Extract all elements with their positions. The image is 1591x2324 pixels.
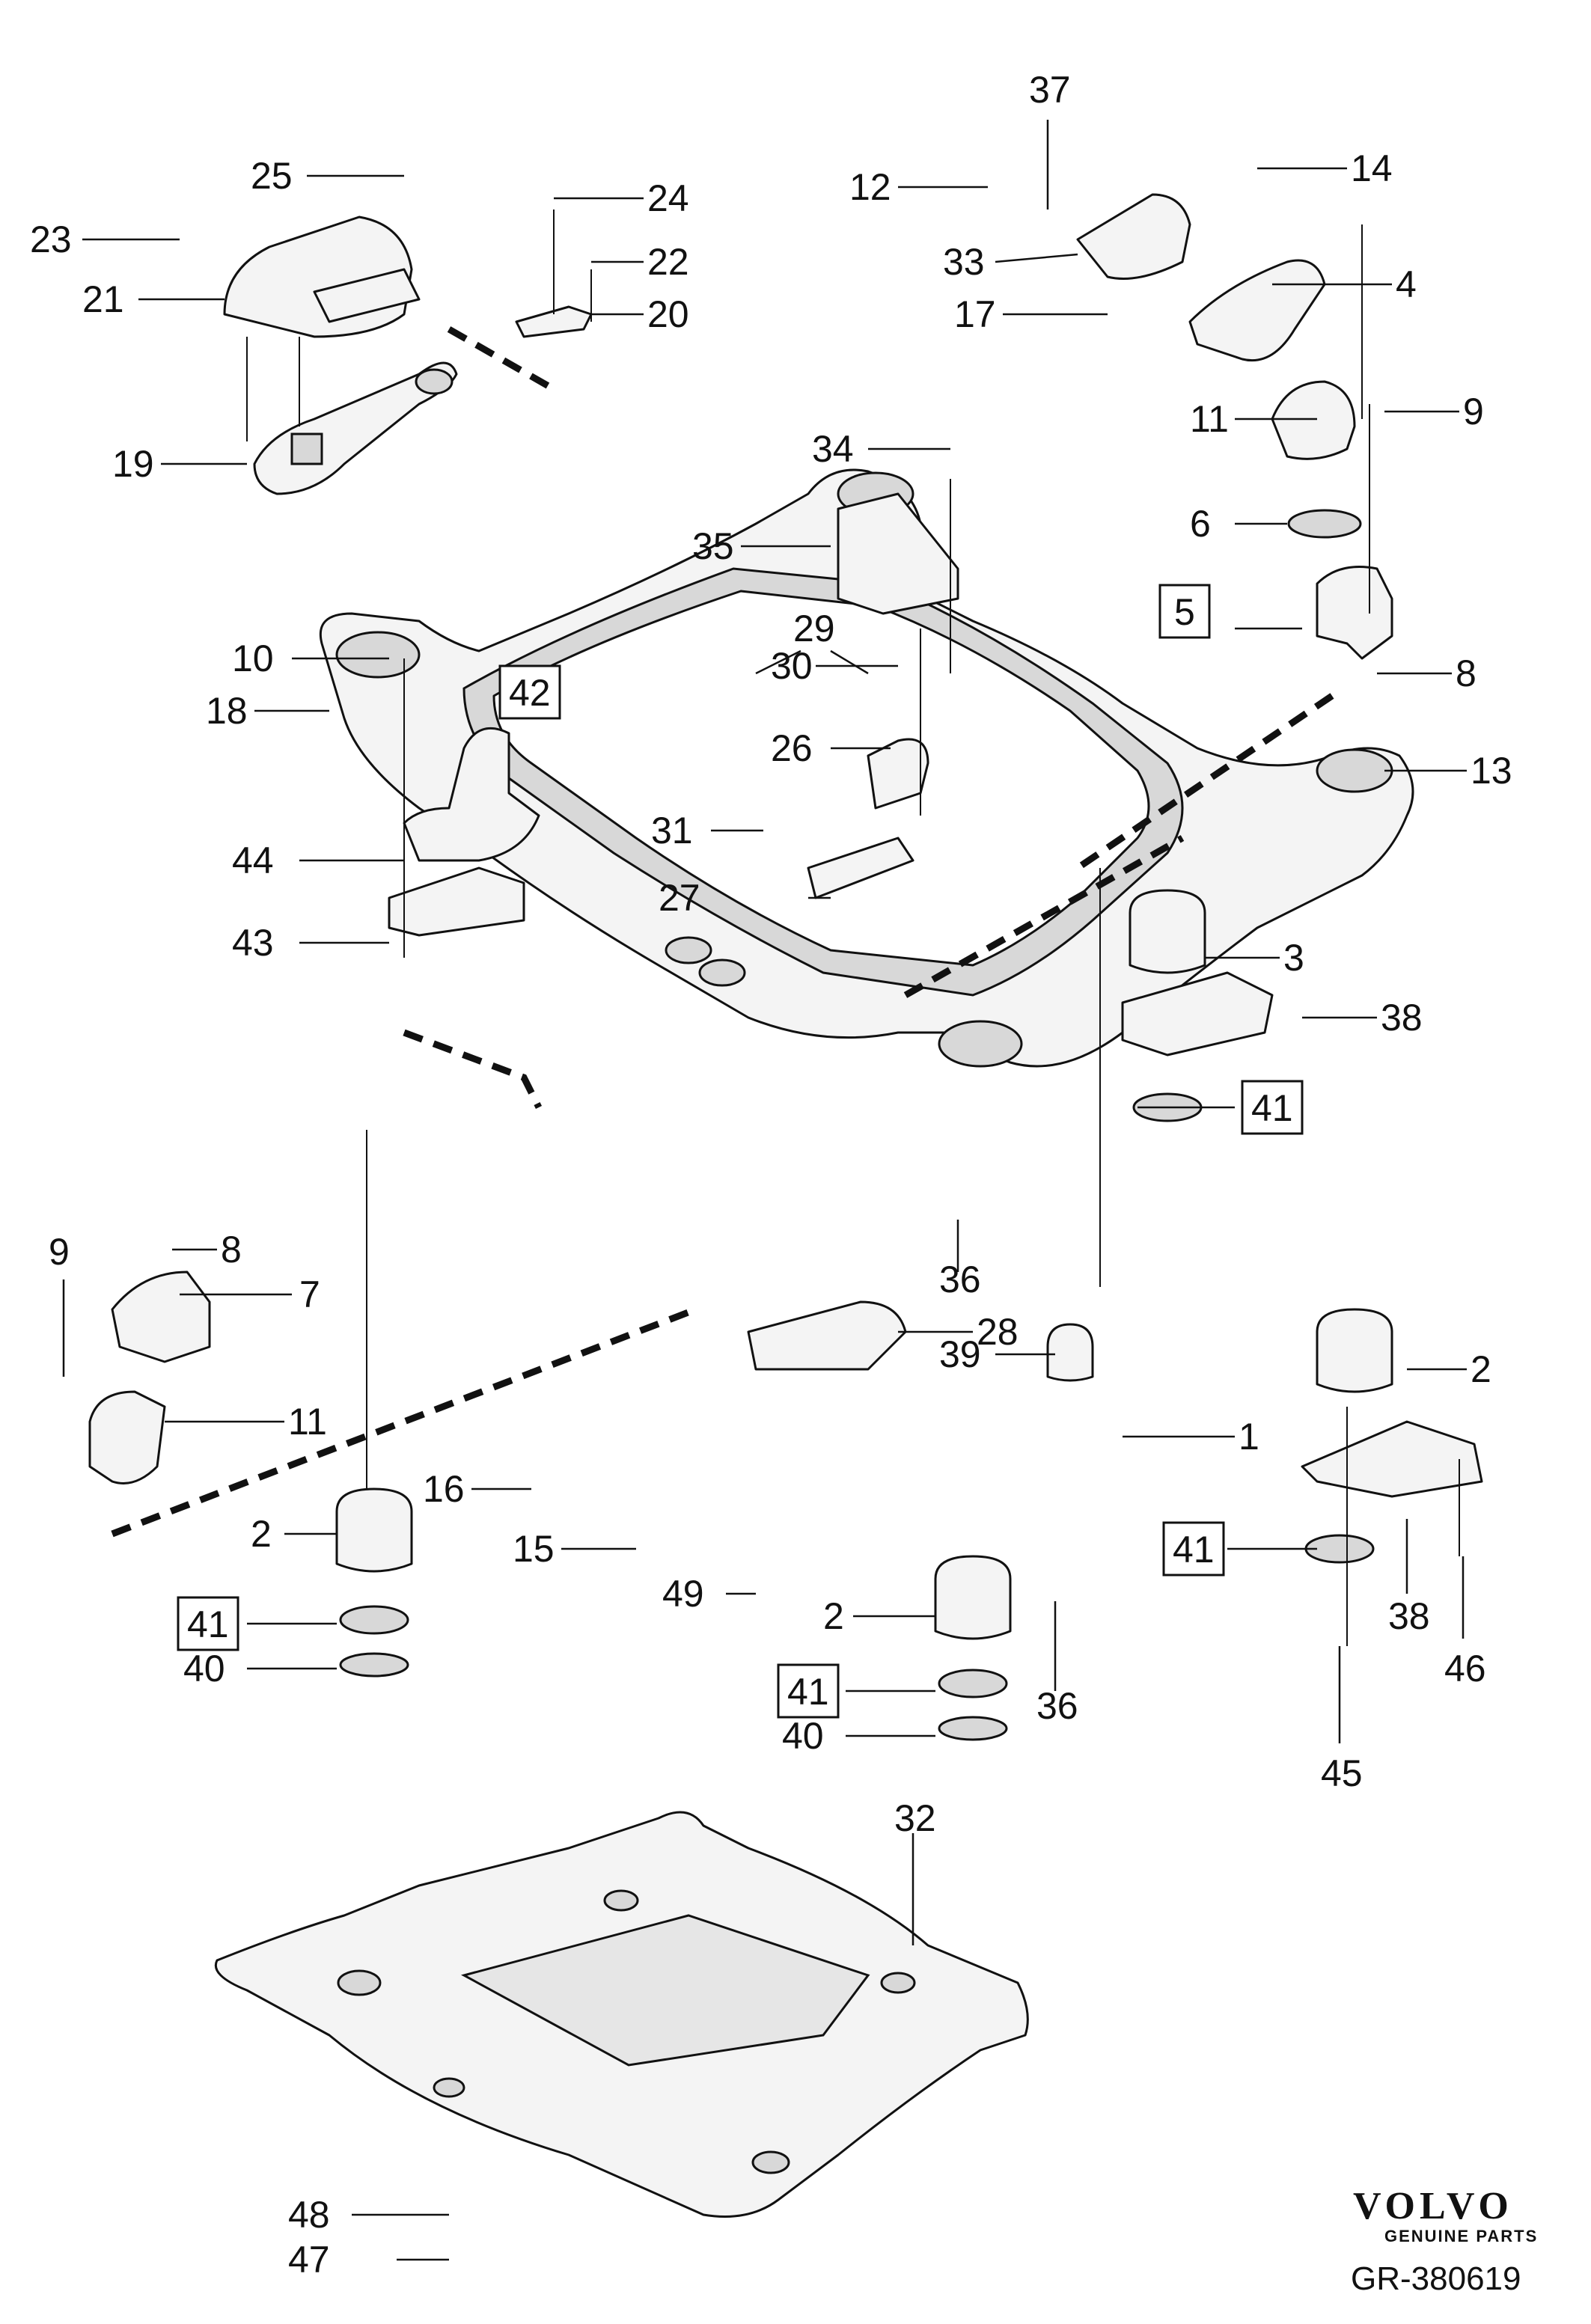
callout-15: 15 bbox=[513, 1528, 555, 1570]
callout-41-box bbox=[1162, 1521, 1225, 1577]
callout-27: 27 bbox=[659, 877, 700, 919]
phantom-lines bbox=[111, 326, 1334, 1538]
callout-8: 8 bbox=[221, 1229, 242, 1270]
skid-plate bbox=[215, 1811, 1029, 2218]
callout-14: 14 bbox=[1351, 147, 1393, 189]
callout-11: 11 bbox=[288, 1401, 327, 1443]
callout-41: 41 bbox=[787, 1671, 829, 1713]
callout-31: 31 bbox=[651, 810, 693, 851]
callout-41-box bbox=[177, 1596, 239, 1651]
callout-46: 46 bbox=[1444, 1648, 1486, 1690]
leader-lines bbox=[62, 120, 1467, 2261]
callout-11: 11 bbox=[1190, 398, 1229, 440]
callout-47: 47 bbox=[288, 2239, 330, 2281]
callout-6: 6 bbox=[1190, 503, 1211, 545]
callout-43: 43 bbox=[232, 922, 274, 964]
callout-13: 13 bbox=[1471, 750, 1512, 792]
callout-5-box bbox=[1158, 584, 1211, 639]
callout-labels: 1 2 2 2 3 4 5 6 7 8 8 9 9 10 11 11 12 13… bbox=[30, 69, 1512, 2281]
callout-32: 32 bbox=[894, 1797, 936, 1839]
callout-44: 44 bbox=[232, 840, 274, 881]
callout-35: 35 bbox=[692, 525, 734, 567]
bracket-20 bbox=[515, 210, 593, 338]
figure-code: GR-380619 bbox=[1351, 2260, 1521, 2297]
callout-41-box bbox=[777, 1663, 840, 1719]
callout-9: 9 bbox=[1463, 391, 1484, 432]
callout-21: 21 bbox=[82, 278, 124, 320]
callout-39: 39 bbox=[939, 1333, 981, 1375]
callout-24: 24 bbox=[647, 177, 689, 219]
callout-41-box bbox=[1241, 1080, 1304, 1135]
brand-tagline: GENUINE PARTS bbox=[1384, 2227, 1538, 2245]
bracket-44-43 bbox=[388, 658, 540, 958]
bracket-35 bbox=[747, 479, 959, 1371]
callout-3: 3 bbox=[1283, 937, 1304, 979]
callout-38: 38 bbox=[1388, 1595, 1430, 1637]
callout-36: 36 bbox=[939, 1259, 981, 1300]
bushings bbox=[335, 868, 1483, 1741]
callout-25: 25 bbox=[251, 155, 293, 197]
callout-16: 16 bbox=[423, 1468, 465, 1510]
right-engine-mount-assembly bbox=[1076, 193, 1393, 660]
callout-2: 2 bbox=[823, 1595, 844, 1637]
callout-20: 20 bbox=[647, 293, 689, 335]
callout-7: 7 bbox=[299, 1273, 320, 1315]
callout-41: 41 bbox=[187, 1603, 229, 1645]
callout-30: 30 bbox=[771, 645, 813, 687]
callout-22: 22 bbox=[647, 241, 689, 283]
callout-2: 2 bbox=[251, 1513, 272, 1555]
callout-17: 17 bbox=[954, 293, 996, 335]
callout-48: 48 bbox=[288, 2194, 330, 2236]
callout-23: 23 bbox=[30, 218, 72, 260]
callout-18: 18 bbox=[206, 690, 248, 732]
callout-41: 41 bbox=[1251, 1087, 1293, 1129]
callout-41: 41 bbox=[1173, 1529, 1215, 1571]
callout-49: 49 bbox=[662, 1573, 704, 1615]
brand-logo-text: VOLVO bbox=[1353, 2185, 1513, 2227]
callout-4: 4 bbox=[1396, 263, 1417, 305]
callout-45: 45 bbox=[1321, 1752, 1363, 1794]
callout-40: 40 bbox=[183, 1648, 225, 1690]
callout-2: 2 bbox=[1471, 1348, 1491, 1390]
callout-37: 37 bbox=[1029, 69, 1071, 111]
callout-9: 9 bbox=[49, 1231, 70, 1273]
callout-8: 8 bbox=[1456, 652, 1477, 694]
rear-torque-rod-assembly bbox=[223, 215, 458, 495]
callout-28: 28 bbox=[977, 1311, 1019, 1353]
callout-12: 12 bbox=[849, 166, 891, 208]
callout-29: 29 bbox=[793, 608, 835, 649]
callout-19: 19 bbox=[112, 443, 154, 485]
callout-1: 1 bbox=[1239, 1416, 1259, 1458]
callout-34: 34 bbox=[812, 428, 854, 470]
callout-5: 5 bbox=[1174, 591, 1195, 633]
callout-10: 10 bbox=[232, 637, 274, 679]
callout-42-box bbox=[498, 664, 561, 720]
callout-38: 38 bbox=[1381, 997, 1423, 1039]
callout-36: 36 bbox=[1036, 1685, 1078, 1727]
left-engine-mount bbox=[88, 1270, 211, 1484]
callout-33: 33 bbox=[943, 241, 985, 283]
callout-26: 26 bbox=[771, 727, 813, 769]
callout-40: 40 bbox=[782, 1715, 824, 1757]
brand-block: VOLVO GENUINE PARTS GR-380619 bbox=[1351, 2185, 1538, 2297]
callout-42: 42 bbox=[509, 672, 551, 714]
